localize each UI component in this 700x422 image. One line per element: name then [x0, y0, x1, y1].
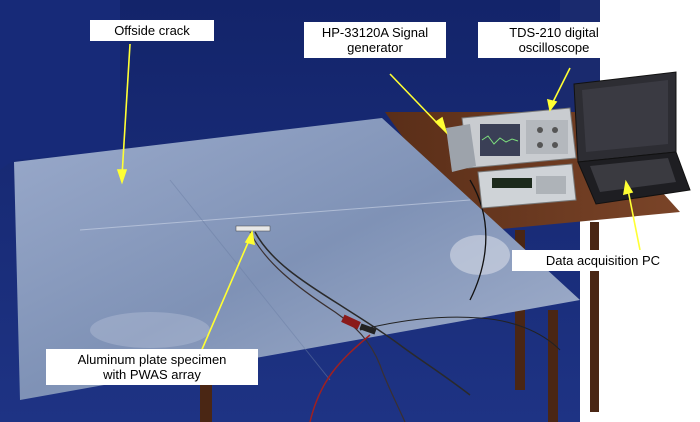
oscilloscope-knob	[537, 127, 543, 133]
sensor-cable	[254, 231, 471, 396]
callout-arrow-oscilloscope	[551, 67, 571, 105]
pwas-array	[235, 225, 271, 232]
signal-generator-keys	[536, 176, 566, 194]
table-leg	[548, 310, 558, 422]
plate-crease	[79, 199, 471, 231]
connector-clip	[341, 314, 361, 330]
oscilloscope-screen	[480, 124, 520, 156]
laptop-keys	[590, 158, 676, 192]
callout-arrow-crack	[121, 43, 131, 177]
signal-generator	[446, 124, 577, 209]
aluminum-plate	[14, 118, 580, 400]
callout-arrowhead	[116, 169, 128, 185]
laptop	[573, 71, 691, 205]
oscilloscope-knob	[552, 142, 558, 148]
signal-generator-side	[446, 124, 476, 172]
label-aluminum-plate: Aluminum plate specimen with PWAS array	[46, 349, 258, 385]
oscilloscope-knob	[537, 142, 543, 148]
callout-arrowhead	[434, 116, 448, 135]
callout-arrow-pc	[627, 189, 641, 251]
oscilloscope-trace	[481, 135, 519, 145]
plate-reflection	[90, 312, 210, 348]
laptop-screen-inner	[582, 80, 668, 152]
label-signal-generator: HP-33120A Signal generator	[304, 22, 446, 58]
callout-arrows	[116, 43, 641, 355]
callout-arrow-plate	[199, 237, 251, 355]
callout-arrow-signal-generator	[389, 73, 441, 127]
plate-reflection	[450, 235, 510, 275]
label-oscilloscope: TDS-210 digital oscilloscope	[478, 22, 630, 58]
callout-arrowhead	[244, 229, 255, 246]
sensor-cable	[359, 316, 561, 351]
equipment-cable	[469, 179, 487, 301]
plate-crease	[169, 179, 331, 381]
callout-arrowhead	[546, 98, 558, 112]
signal-generator-display	[492, 178, 532, 188]
callout-arrowhead	[623, 179, 634, 196]
oscilloscope-knob	[552, 127, 558, 133]
oscilloscope	[461, 107, 577, 169]
sensor-cable	[309, 334, 371, 422]
oscilloscope-controls	[526, 120, 568, 154]
connector-clip	[359, 323, 377, 335]
backdrop-left-panel	[0, 0, 120, 170]
table-leg	[590, 222, 599, 412]
label-data-acquisition-pc: Data acquisition PC	[512, 250, 694, 271]
label-offside-crack: Offside crack	[90, 20, 214, 41]
